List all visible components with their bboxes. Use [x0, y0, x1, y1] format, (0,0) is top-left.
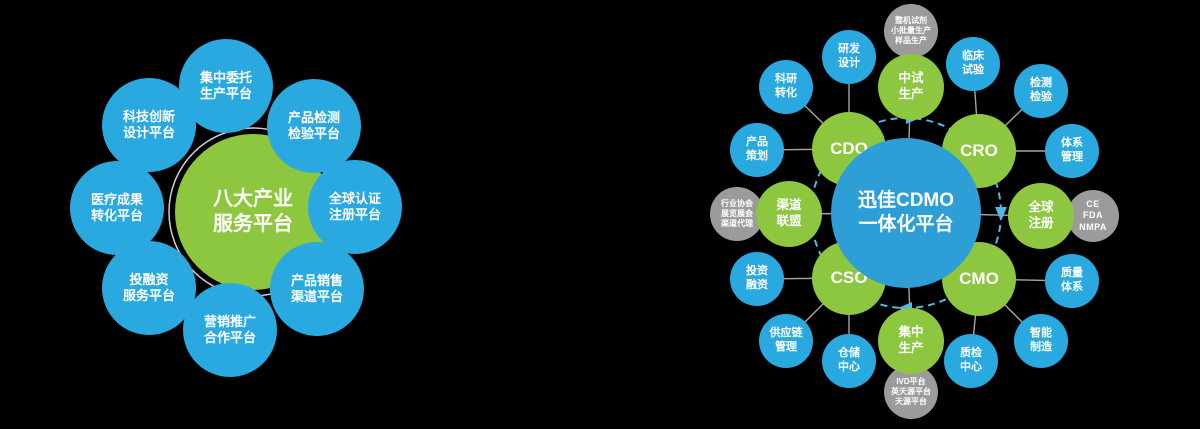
blue-node-supply-chain: 供应链 管理 — [759, 314, 813, 368]
green-node-channel-alliance: 渠道 联盟 — [756, 181, 822, 247]
blue-node-qc-center: 质检 中心 — [944, 334, 998, 388]
blue-node-warehouse-center: 仓储 中心 — [822, 334, 876, 388]
green-node-global-registration: 全球 注册 — [1008, 183, 1074, 249]
blue-node-rd-design: 研发 设计 — [822, 30, 876, 84]
gray-node-ivd-platforms: IVD平台 英天源平台 天源平台 — [884, 365, 938, 419]
blue-node-testing-inspection: 检测 检验 — [1014, 64, 1068, 118]
blue-node-research-transfer: 科研 转化 — [759, 60, 813, 114]
gray-node-ce-fda-nmpa: CE FDA NMPA — [1067, 190, 1119, 242]
blue-node-investment-financing: 投资 融资 — [730, 252, 784, 306]
left-satellite-node-investment: 投融资 服务平台 — [102, 241, 196, 335]
blue-node-clinical-trial: 临床 试验 — [946, 37, 1000, 91]
gray-node-sample-production: 整机试剂 小批量生产 样品生产 — [884, 4, 938, 58]
left-satellite-node-marketing: 营销推广 合作平台 — [183, 283, 277, 377]
right-center-node: 迅佳CDMO 一体化平台 — [831, 138, 981, 288]
green-node-pilot-production: 中试 生产 — [878, 54, 944, 120]
left-satellite-node-sales-channel: 产品销售 渠道平台 — [270, 242, 364, 336]
left-satellite-node-achievement-transfer: 医疗成果 转化平台 — [70, 161, 164, 255]
left-satellite-node-innovation-design: 科技创新 设计平台 — [102, 78, 196, 172]
left-satellite-node-certification: 全球认证 注册平台 — [308, 160, 402, 254]
gray-node-industry-association: 行业协会 展览展会 渠道代理 — [710, 187, 764, 241]
green-node-centralized-production: 集中 生产 — [878, 308, 944, 374]
blue-node-quality-system: 质量 体系 — [1045, 254, 1099, 308]
blue-node-smart-manufacturing: 智能 制造 — [1014, 314, 1068, 368]
left-satellite-node-inspection: 产品检测 检验平台 — [267, 79, 361, 173]
blue-node-system-management: 体系 管理 — [1045, 124, 1099, 178]
blue-node-product-planning: 产品 策划 — [730, 123, 784, 177]
